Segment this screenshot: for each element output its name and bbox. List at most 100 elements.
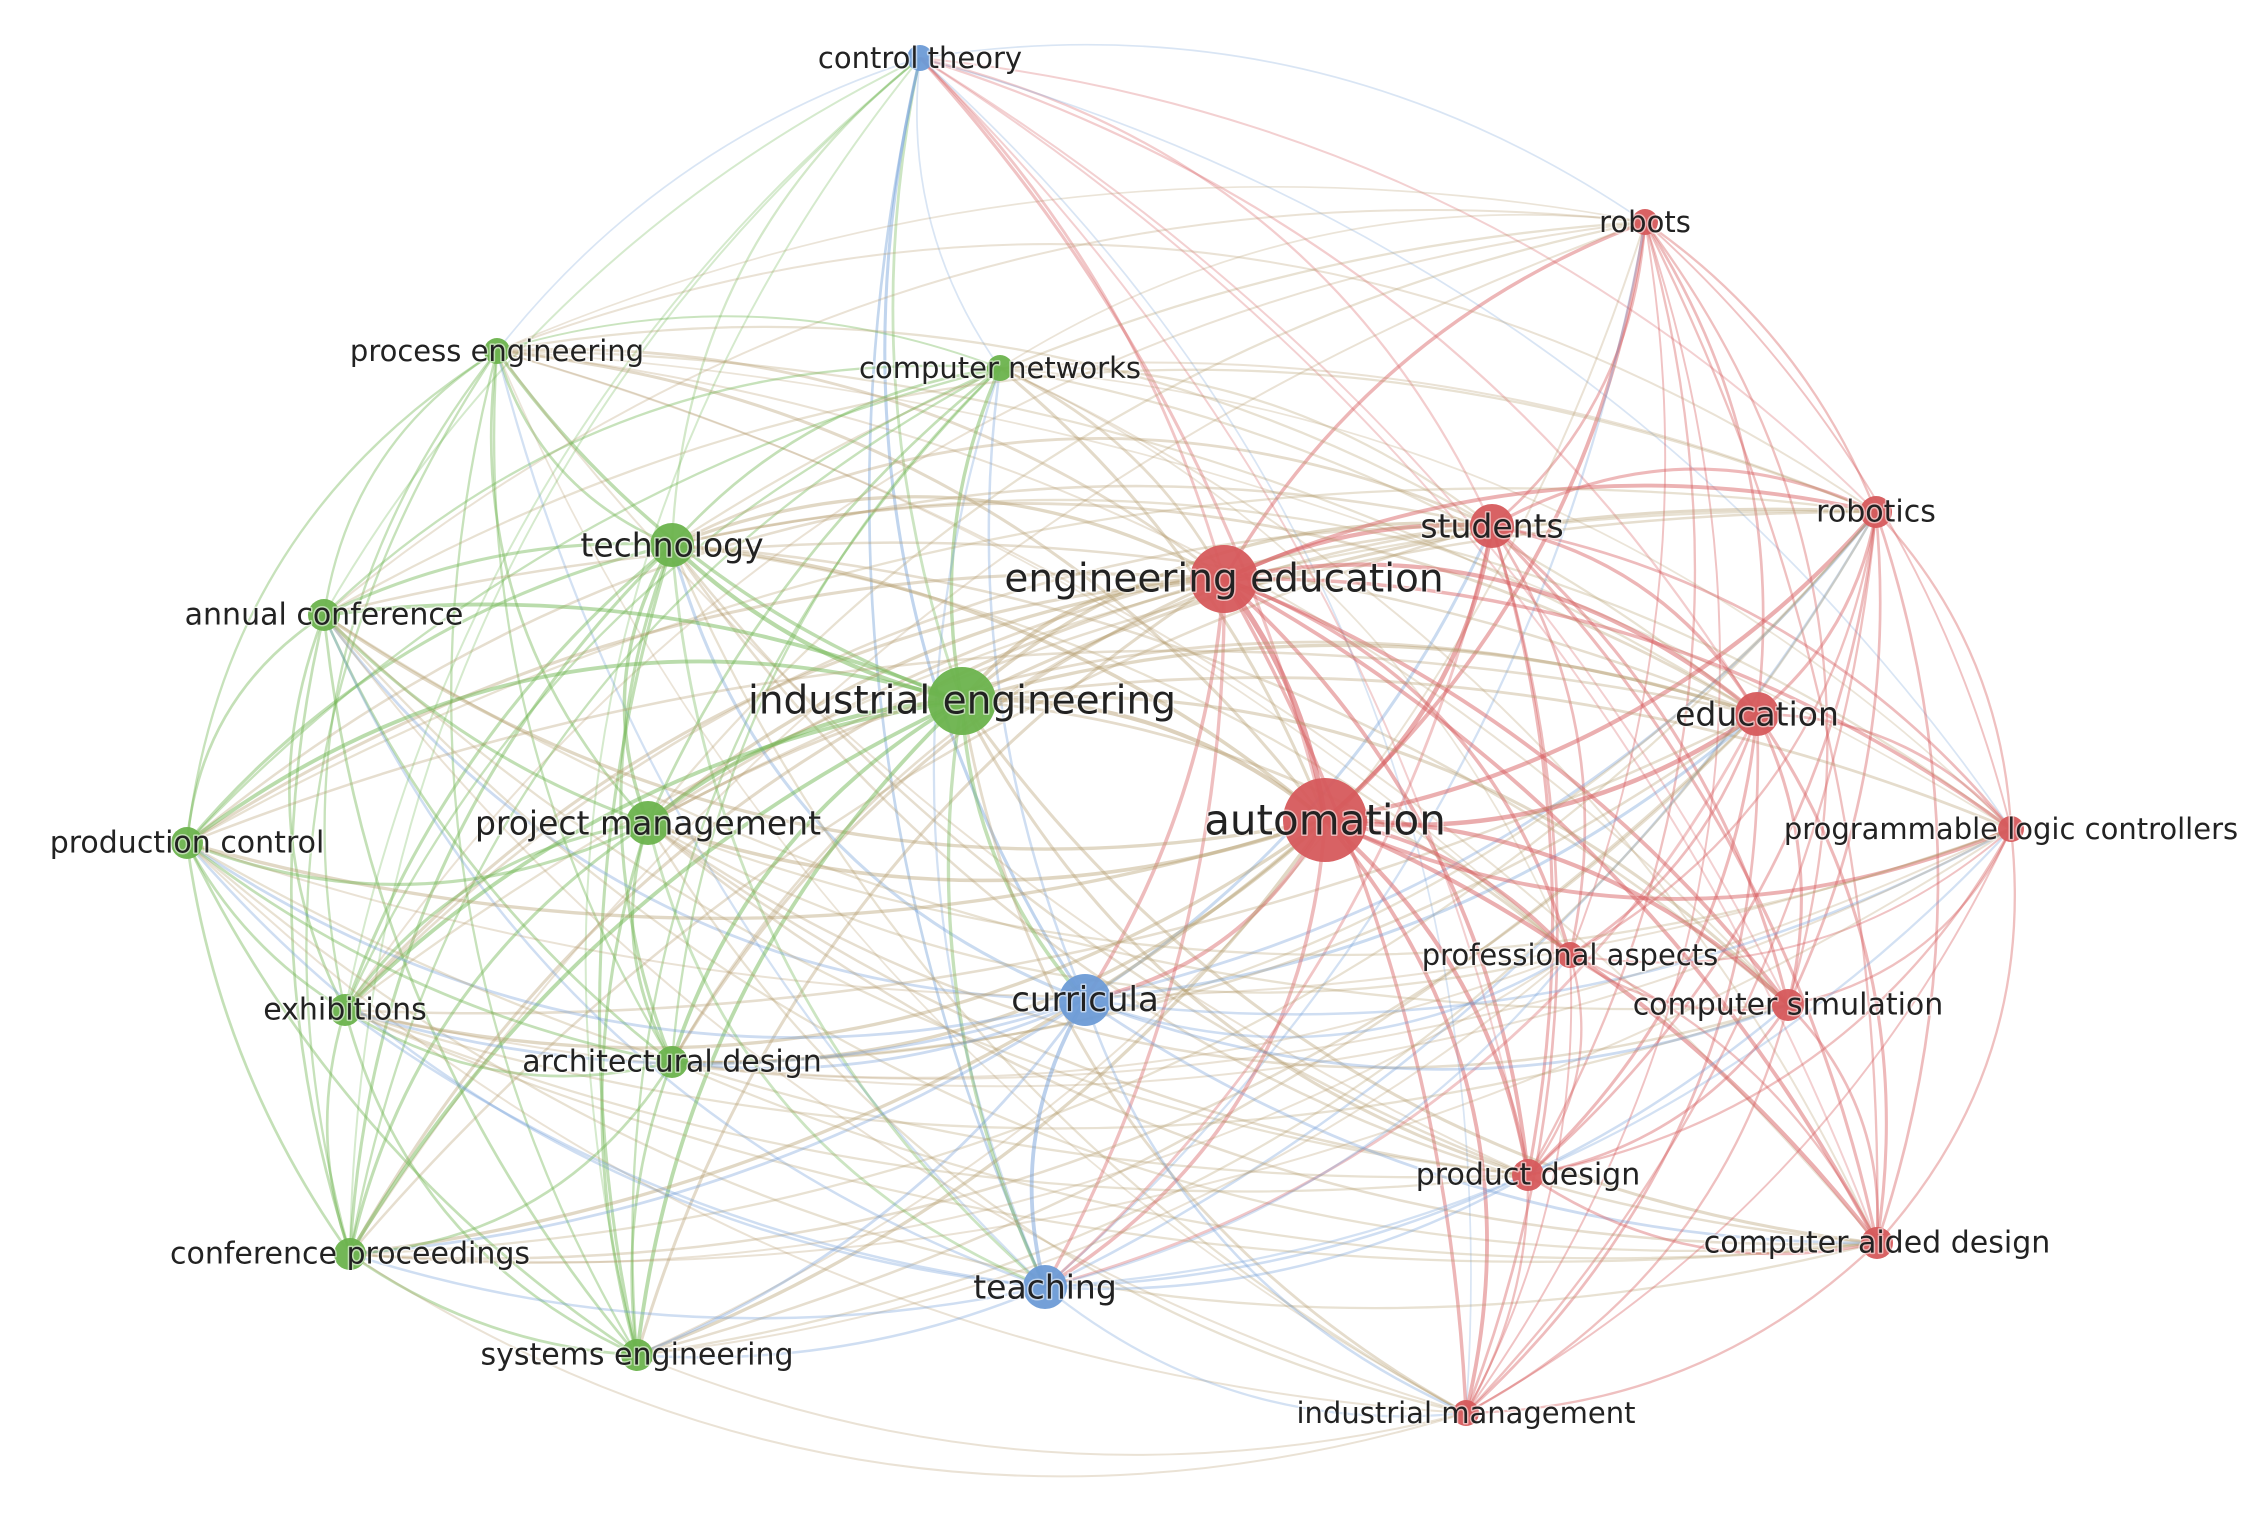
node-label-production-control[interactable]: production control	[48, 824, 326, 862]
node-label-computer-simulation[interactable]: computer simulation	[1631, 986, 1945, 1024]
link-robots-computer-networks	[999, 213, 1646, 369]
link-automation-conference-proceedings	[349, 818, 1327, 1256]
link-professional-aspects-computer-simulation	[1569, 954, 1789, 1012]
node-label-programmable-logic-controllers[interactable]: programmable logic controllers	[1782, 811, 2239, 848]
link-students-production-control	[186, 484, 1493, 844]
node-programmable-logic-controllers[interactable]	[1998, 816, 2024, 842]
node-label-annual-conference[interactable]: annual conference	[183, 596, 465, 634]
node-exhibitions[interactable]	[329, 994, 361, 1026]
node-label-education[interactable]: education	[1674, 693, 1841, 735]
node-annual-conference[interactable]	[308, 599, 340, 631]
node-computer-networks[interactable]	[987, 355, 1013, 381]
link-engineering-education-computer-simulation	[1223, 577, 1790, 1007]
node-teaching[interactable]	[1023, 1265, 1067, 1309]
node-label-computer-networks[interactable]: computer networks	[858, 350, 1143, 387]
link-computer-networks-professional-aspects	[999, 367, 1571, 956]
node-label-robotics[interactable]: robotics	[1815, 493, 1938, 531]
node-systems-engineering[interactable]	[621, 1339, 653, 1371]
node-label-control-theory[interactable]: control theory	[816, 40, 1023, 77]
node-control-theory[interactable]	[907, 45, 933, 71]
link-production-control-curricula	[186, 841, 1086, 1039]
node-automation[interactable]	[1283, 778, 1367, 862]
link-robots-robotics	[1644, 221, 1878, 513]
node-robots[interactable]	[1632, 209, 1658, 235]
link-curricula-systems-engineering	[636, 999, 1087, 1357]
node-label-process-engineering[interactable]: process engineering	[348, 333, 645, 370]
link-industrial-engineering-programmable-logic-controllers	[961, 676, 2012, 831]
node-engineering-education[interactable]	[1190, 545, 1258, 613]
link-programmable-logic-controllers-product-design	[1527, 828, 2013, 1177]
node-technology[interactable]	[650, 523, 694, 567]
node-label-conference-proceedings[interactable]: conference proceedings	[168, 1235, 531, 1273]
node-robotics[interactable]	[1860, 496, 1892, 528]
node-label-project-management[interactable]: project management	[473, 802, 822, 844]
node-product-design[interactable]	[1512, 1159, 1544, 1191]
node-education[interactable]	[1735, 692, 1779, 736]
link-product-design-computer-aided-design	[1527, 1173, 1878, 1256]
link-production-control-project-management	[186, 821, 649, 886]
link-curricula-teaching	[1029, 999, 1087, 1288]
node-computer-simulation[interactable]	[1772, 989, 1804, 1021]
node-label-industrial-engineering[interactable]: industrial engineering	[747, 677, 1178, 725]
link-computer-networks-teaching	[932, 367, 1047, 1288]
node-production-control[interactable]	[171, 827, 203, 859]
link-computer-networks-industrial-engineering	[949, 367, 1002, 702]
link-computer-aided-design-industrial-management	[1465, 1242, 1878, 1415]
node-curricula[interactable]	[1059, 974, 1111, 1026]
node-process-engineering[interactable]	[484, 338, 510, 364]
node-label-systems-engineering[interactable]: systems engineering	[479, 1336, 795, 1374]
link-technology-professional-aspects	[671, 543, 1571, 956]
link-teaching-systems-engineering	[636, 1285, 1046, 1359]
node-project-management[interactable]	[626, 801, 670, 845]
link-computer-simulation-teaching	[1044, 1004, 1789, 1289]
node-conference-proceedings[interactable]	[334, 1238, 366, 1270]
link-architectural-design-systems-engineering	[630, 1061, 674, 1356]
node-students[interactable]	[1470, 504, 1514, 548]
link-control-theory-product-design	[919, 57, 1529, 1176]
link-process-engineering-students	[496, 325, 1493, 527]
node-label-exhibitions[interactable]: exhibitions	[262, 991, 429, 1029]
node-professional-aspects[interactable]	[1557, 942, 1583, 968]
link-exhibitions-curricula	[344, 998, 1086, 1066]
link-education-project-management	[647, 640, 1758, 825]
link-robotics-production-control	[186, 487, 1877, 844]
node-label-computer-aided-design[interactable]: computer aided design	[1702, 1224, 2052, 1262]
link-students-conference-proceedings	[349, 524, 1493, 1255]
link-computer-networks-curricula	[987, 367, 1087, 1001]
link-technology-project-management	[622, 544, 674, 824]
node-label-engineering-education[interactable]: engineering education	[1003, 555, 1445, 603]
link-technology-curricula	[670, 544, 1086, 1002]
node-label-curricula[interactable]: curricula	[1010, 979, 1161, 1022]
link-education-teaching	[1044, 713, 1759, 1289]
link-robots-professional-aspects	[1569, 221, 1667, 956]
link-process-engineering-exhibitions	[323, 350, 498, 1011]
link-programmable-logic-controllers-industrial-management	[1465, 828, 2012, 1414]
node-label-industrial-management[interactable]: industrial management	[1295, 1395, 1637, 1432]
link-robotics-curricula	[1084, 511, 1878, 1002]
node-label-robots[interactable]: robots	[1598, 204, 1693, 241]
link-process-engineering-project-management	[489, 350, 649, 824]
node-industrial-management[interactable]	[1453, 1400, 1479, 1426]
node-label-professional-aspects[interactable]: professional aspects	[1420, 937, 1720, 974]
node-computer-aided-design[interactable]	[1861, 1227, 1893, 1259]
link-engineering-education-professional-aspects	[1223, 577, 1572, 956]
node-label-automation[interactable]: automation	[1203, 794, 1448, 846]
node-label-architectural-design[interactable]: architectural design	[521, 1043, 824, 1081]
link-industrial-engineering-product-design	[960, 700, 1529, 1177]
link-annual-conference-systems-engineering	[322, 614, 639, 1356]
node-label-product-design[interactable]: product design	[1414, 1156, 1641, 1194]
node-architectural-design[interactable]	[656, 1046, 688, 1078]
link-project-management-architectural-design	[630, 822, 674, 1063]
link-product-design-teaching	[1044, 1173, 1529, 1291]
node-label-students[interactable]: students	[1419, 505, 1565, 547]
link-robots-annual-conference	[323, 209, 1646, 616]
link-control-theory-computer-networks	[916, 57, 1001, 369]
link-education-architectural-design	[671, 712, 1758, 1064]
node-label-technology[interactable]: technology	[579, 524, 765, 566]
node-industrial-engineering[interactable]	[928, 667, 996, 735]
link-process-engineering-engineering-education	[496, 347, 1225, 581]
node-label-teaching[interactable]: teaching	[972, 1266, 1119, 1308]
link-programmable-logic-controllers-conference-proceedings	[349, 828, 2012, 1264]
link-annual-conference-exhibitions	[288, 614, 347, 1011]
